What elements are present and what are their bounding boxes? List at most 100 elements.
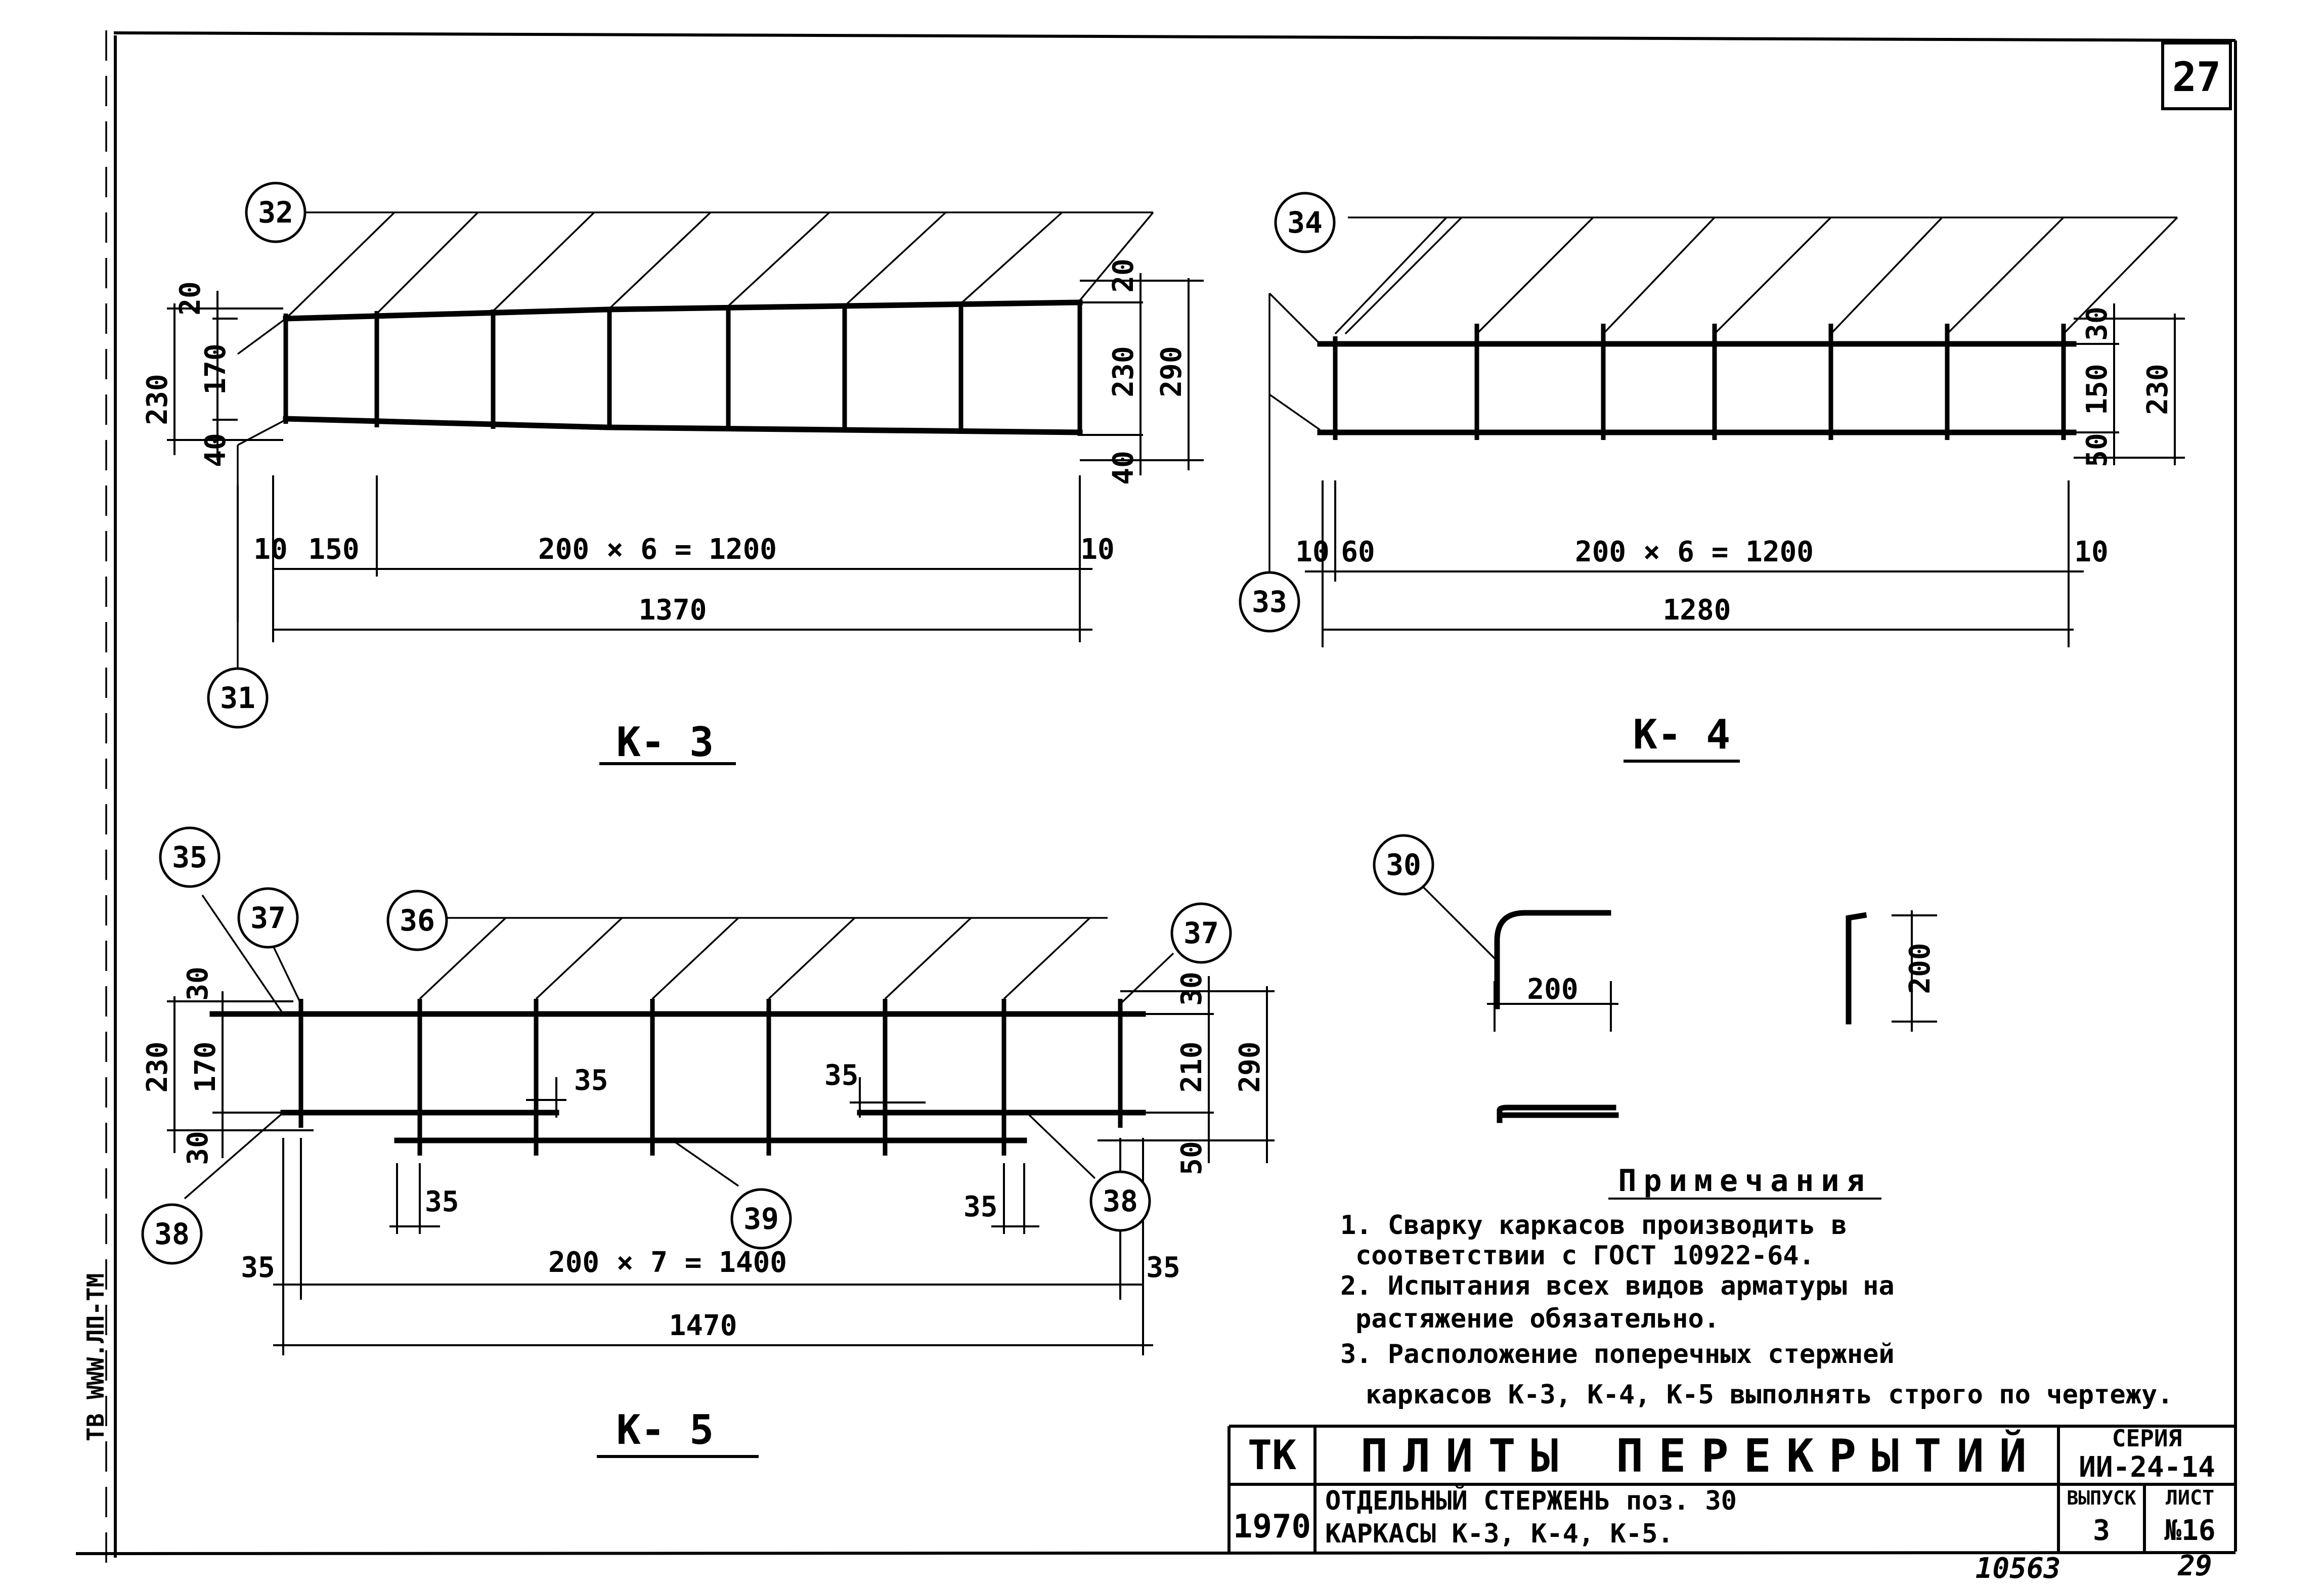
k3-title: К- 3 [617,719,714,766]
title-block-title: ПЛИТЫ ПЕРЕКРЫТИЙ [1361,1429,2042,1483]
k4-dim-end-right: 10 [2074,536,2108,568]
note-line-5: 3. Расположение поперечных стержней [1340,1339,1895,1370]
k5-dim-right-total: 290 [1234,1041,1266,1092]
title-block-issue-label: ВЫПУСК [2067,1487,2136,1509]
k5-mark-right-vertical: 37 [1183,916,1219,950]
frame-k5: 30 170 230 30 30 210 290 50 35 35 35 35 [141,826,1275,1458]
note-line-1: 1. Сварку каркасов производить в [1340,1210,1847,1241]
k5-mark-top-left: 35 [172,840,207,874]
note-line-3: 2. Испытания всех видов арматуры на [1340,1271,1895,1301]
title-block-sheet-label: ЛИСТ [2166,1486,2214,1510]
k5-dim-right-mid: 210 [1175,1041,1208,1092]
k5-dim-right-top: 30 [1175,972,1208,1005]
k3-dim-right-mid: 230 [1107,346,1140,397]
k5-dim-right-bottom: 50 [1175,1141,1208,1175]
k5-mark-bottom-right: 38 [1103,1184,1138,1218]
title-block-series-label: СЕРИЯ [2112,1425,2182,1452]
title-block-subtitle-1: ОТДЕЛЬНЫЙ СТЕРЖЕНЬ поз. 30 [1325,1485,1737,1516]
k3-dim-left-bottom: 40 [199,433,232,467]
k4-dim-right-bottom: 50 [2081,433,2114,467]
k5-dim-lap-right: 35 [824,1059,858,1092]
k5-mark-top-middle-bubble [386,890,448,951]
notes: Примечания 1. Сварку каркасов производит… [1340,1163,2173,1410]
title-block-subtitle-2: КАРКАСЫ К-3, К-4, К-5. [1325,1519,1674,1549]
k5-dim-pitch: 200 × 7 = 1400 [548,1246,787,1279]
frame-k3: 20 170 230 40 20 230 290 40 10 150 200 ×… [141,182,1204,766]
k5-title: К- 5 [617,1406,714,1453]
k5-dim-end-left: 35 [241,1251,275,1284]
sheet-number-box: 27 [2161,41,2232,110]
k3-dim-left-total: 230 [141,374,174,425]
k3-dim-first-step: 150 [308,533,359,566]
note-line-2: соответствии с ГОСТ 10922-64. [1355,1241,1815,1271]
k5-mark-bottom-middle-bubble [730,1188,792,1250]
stamp-number: 10563 [1976,1552,2061,1585]
k3-top-bar [283,299,1083,322]
k5-dim-bot-left: 35 [425,1185,459,1218]
bent-bar-mark: 30 [1386,848,1421,882]
k5-mark-bottom-left-bubble [141,1203,203,1265]
k4-dim-pitch: 200 × 6 = 1200 [1575,536,1814,568]
k3-dim-right-bottom: 40 [1107,451,1140,484]
k4-dim-overall: 1280 [1663,594,1731,627]
k4-hatch [1268,216,2178,431]
k3-dim-left-top: 20 [174,281,207,315]
k4-mark-bottom-left: 33 [1252,585,1287,619]
k5-dim-left-total: 230 [141,1041,174,1092]
k3-mark-top-bubble [245,182,306,243]
bent-bar-mark-bubble [1373,834,1434,896]
k5-mark-bottom-left: 38 [154,1217,190,1251]
k3-hatch [237,211,1154,355]
note-line-6: каркасов К-3, К-4, К-5 выполнять строго … [1366,1380,2173,1410]
title-block-series-value: ИИ-24-14 [2079,1451,2215,1484]
sheet-frame [75,30,2237,1568]
note-line-4: растяжение обязательно. [1355,1304,1720,1334]
k5-mark-left-vertical-bubble [237,887,299,949]
k5-hatch [419,917,1108,1000]
k5-dim-left-top: 30 [182,966,214,1000]
k5-dim-lap-left: 35 [574,1064,608,1097]
k5-dim-left-bottom: 30 [182,1131,214,1165]
k4-mark-top: 34 [1287,205,1323,240]
k5-dim-end-right: 35 [1146,1251,1180,1284]
k5-dim-left-mid: 170 [189,1041,222,1092]
k3-mark-bottom-left-bubble [207,667,269,729]
k3-dim-right-total: 290 [1155,346,1188,397]
title-block-sheet-value: №16 [2164,1514,2215,1547]
k5-mark-left-vertical: 37 [250,901,286,935]
k5-mark-right-vertical-bubble [1170,902,1232,964]
k3-dim-overall: 1370 [639,594,707,627]
notes-heading: Примечания [1618,1163,1871,1199]
title-block-org: ТК [1248,1432,1296,1479]
k3-mark-bottom-left: 31 [220,681,255,715]
bottom-sheet-number: 29 [2177,1550,2212,1582]
sheet-number: 27 [2172,54,2221,101]
k5-dim-overall: 1470 [669,1309,737,1342]
k4-dim-right-top: 30 [2081,306,2114,340]
bent-bar-30: 30 200 200 [1373,834,1937,1123]
k5-mark-bottom-right-bubble [1089,1170,1151,1232]
k3-dim-right-top: 20 [1107,258,1140,292]
bent-bar-length-v: 200 [1904,943,1937,994]
k4-dim-first-step: 60 [1341,536,1375,568]
k5-mark-bottom-middle: 39 [743,1202,779,1236]
k3-dim-end-right: 10 [1080,533,1114,566]
frame-k4: 30 150 230 50 10 60 200 × 6 = 1200 10 12… [1239,192,2185,763]
k3-dim-left-mid: 170 [199,343,232,394]
k3-mark-top: 32 [258,195,293,230]
k4-title: К- 4 [1633,711,1731,758]
bent-bar-length-h: 200 [1527,973,1578,1006]
k3-dim-pitch: 200 × 6 = 1200 [538,533,777,566]
k4-dim-end-left: 10 [1295,536,1329,568]
k5-mark-top-left-bubble [159,826,221,888]
k4-mark-bottom-left-bubble [1239,571,1300,633]
title-block-issue-value: 3 [2093,1514,2110,1547]
k5-dim-bot-right: 35 [963,1190,997,1223]
k4-dim-right-total: 230 [2141,364,2174,415]
k5-mark-top-middle: 36 [400,903,435,938]
k4-mark-top-bubble [1274,192,1336,253]
title-block-year: 1970 [1233,1508,1311,1546]
k3-dim-end-left: 10 [253,533,287,566]
k4-dim-right-mid: 150 [2081,364,2114,415]
